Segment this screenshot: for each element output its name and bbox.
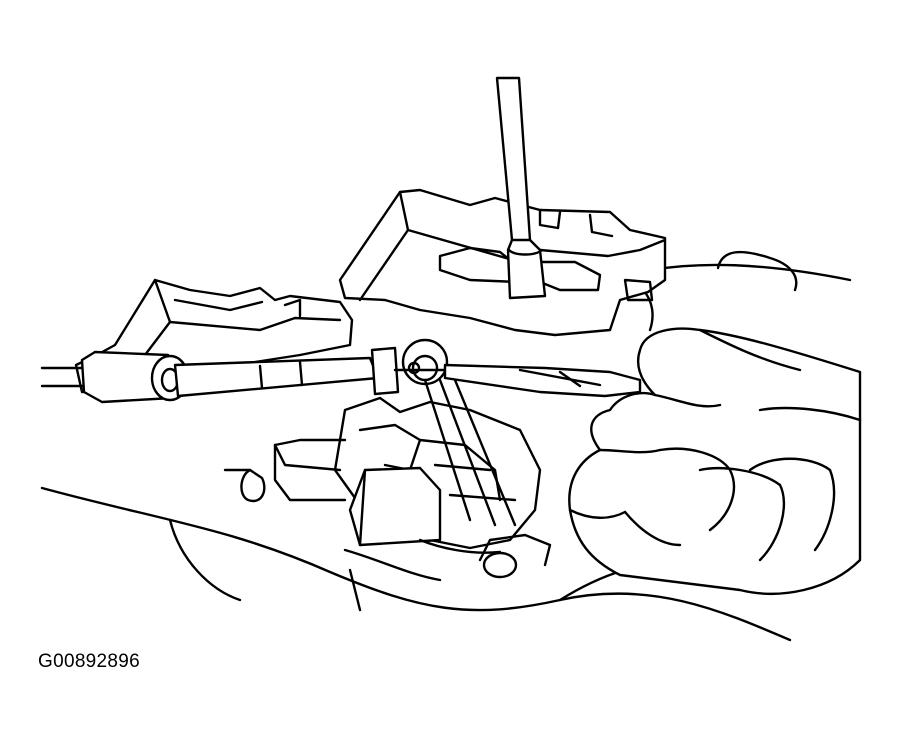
internal-mechanism <box>223 378 552 612</box>
technician-hand <box>568 327 862 595</box>
screwdriver <box>443 363 642 398</box>
shifter-base <box>338 188 667 337</box>
figure-code: G00892896 <box>38 651 141 672</box>
cable-pin-clip <box>370 338 449 396</box>
shift-lever-shaft <box>495 76 547 300</box>
shift-cable <box>40 350 380 404</box>
